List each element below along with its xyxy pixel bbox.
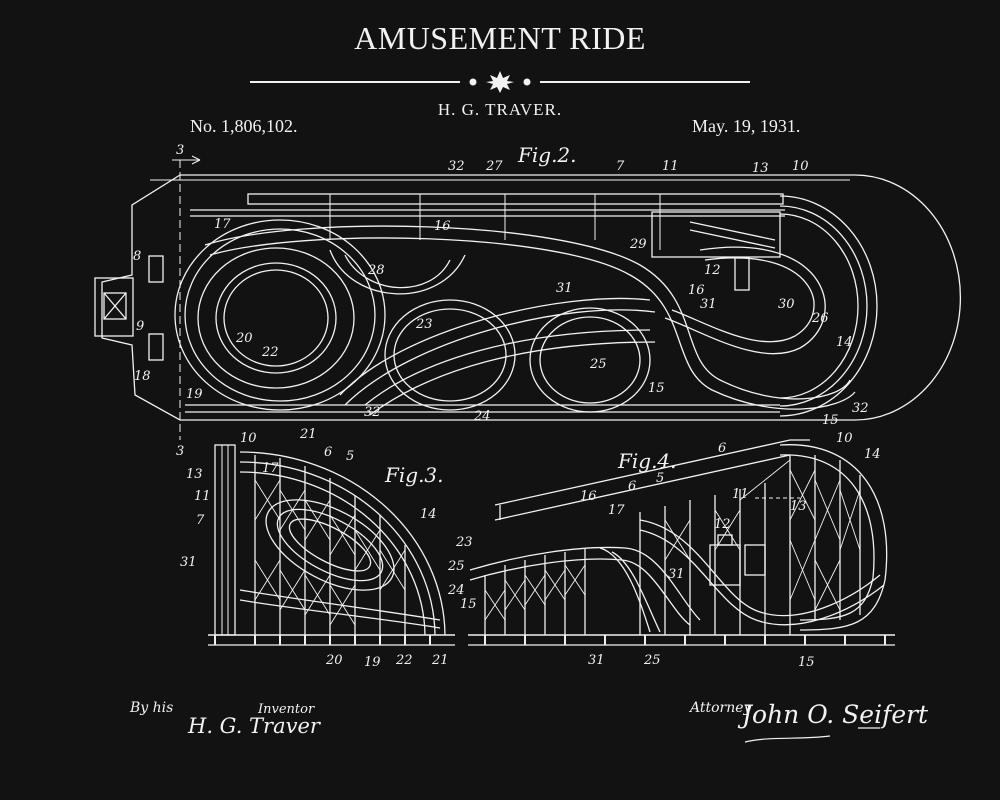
ref-numeral: 28 [367,263,385,278]
ref-numeral: 21 [299,427,317,442]
ref-numeral: 20 [235,331,253,346]
ref-numeral: 13 [186,467,203,482]
fig4-elevation-view [468,439,895,646]
ref-numeral: 23 [455,535,473,550]
fig2-label: Fig.2. [517,143,577,167]
inventor-heading: H. G. TRAVER. [437,100,563,119]
section-mark-bottom: 3 [176,444,184,459]
ref-numeral: 6 [718,441,726,456]
ref-numeral: 16 [580,489,597,504]
fig3-label: Fig.3. [384,463,444,487]
ref-numeral: 15 [460,597,477,612]
fig2-reference-numerals: 32 27 7 11 13 10 17 16 8 28 29 12 30 26 … [133,159,869,442]
ref-numeral: 6 [324,445,332,460]
ref-numeral: 22 [261,345,279,360]
ref-numeral: 15 [648,381,665,396]
ref-numeral: 32 [852,401,869,416]
patent-date: May. 19, 1931. [692,116,801,136]
ref-numeral: 7 [196,513,205,528]
ref-numeral: 9 [136,319,144,334]
ref-numeral: 30 [778,297,795,312]
ref-numeral: 24 [447,583,465,598]
ref-numeral: 17 [608,503,625,518]
fig4-reference-numerals: 6 10 14 16 6 5 17 11 12 23 13 31 31 25 1… [455,431,881,670]
ref-numeral: 31 [588,653,605,668]
ref-numeral: 17 [262,461,279,476]
ref-numeral: 25 [447,559,465,574]
ref-numeral: 5 [346,449,354,464]
ref-numeral: 13 [790,499,807,514]
ref-numeral: 16 [434,219,451,234]
ref-numeral: 6 [628,479,636,494]
ref-numeral: 23 [415,317,433,332]
ref-numeral: 14 [836,335,853,350]
ref-numeral: 20 [325,653,343,668]
section-mark-top: 3 [176,143,184,158]
ref-numeral: 31 [180,555,197,570]
ref-numeral: 19 [186,387,203,402]
ref-numeral: 11 [194,489,211,504]
ref-numeral: 13 [752,161,769,176]
ref-numeral: 32 [448,159,465,174]
ref-numeral: 24 [473,409,491,424]
ref-numeral: 17 [214,217,231,232]
fig2-plan-view [94,155,962,440]
ref-numeral: 19 [364,655,381,670]
ref-numeral: 18 [134,369,151,384]
ref-numeral: 12 [704,263,721,278]
fig3-side-view [208,444,455,646]
ref-numeral: 21 [431,653,449,668]
by-his-label: By his [130,700,174,716]
ref-numeral: 8 [133,249,141,264]
ref-numeral: 16 [688,283,705,298]
ref-numeral: 14 [420,507,437,522]
ref-numeral: 10 [792,159,809,174]
ref-numeral: 7 [616,159,625,174]
ref-numeral: 15 [822,413,839,428]
attorney-signature: John O. Seifert [742,700,929,729]
ref-numeral: 26 [811,311,829,326]
ref-numeral: 10 [240,431,257,446]
ref-numeral: 32 [364,405,381,420]
fig3-reference-numerals: 10 6 5 13 17 11 7 14 31 25 24 15 20 19 2… [180,431,477,670]
title-ornament [250,71,750,93]
ref-numeral: 5 [656,471,664,486]
ref-numeral: 12 [714,517,731,532]
fig4-label: Fig.4. [617,449,677,473]
inventor-signature: H. G. Traver [188,714,320,738]
page-title: AMUSEMENT RIDE [354,20,646,56]
ref-numeral: 11 [662,159,679,174]
ref-numeral: 25 [589,357,607,372]
ref-numeral: 10 [836,431,853,446]
ref-numeral: 29 [629,237,647,252]
ref-numeral: 27 [485,159,503,174]
attorney-label: Attorney [690,700,752,716]
inventor-label: Inventor [258,702,315,717]
ref-numeral: 31 [668,567,685,582]
ref-numeral: 22 [395,653,413,668]
star-ornament-icon [486,71,514,93]
ref-numeral: 11 [732,487,749,502]
ref-numeral: 31 [556,281,573,296]
ref-numeral: 15 [798,655,815,670]
ref-numeral: 31 [700,297,717,312]
ref-numeral: 25 [643,653,661,668]
patent-number: No. 1,806,102. [190,116,298,136]
ref-numeral: 14 [864,447,881,462]
